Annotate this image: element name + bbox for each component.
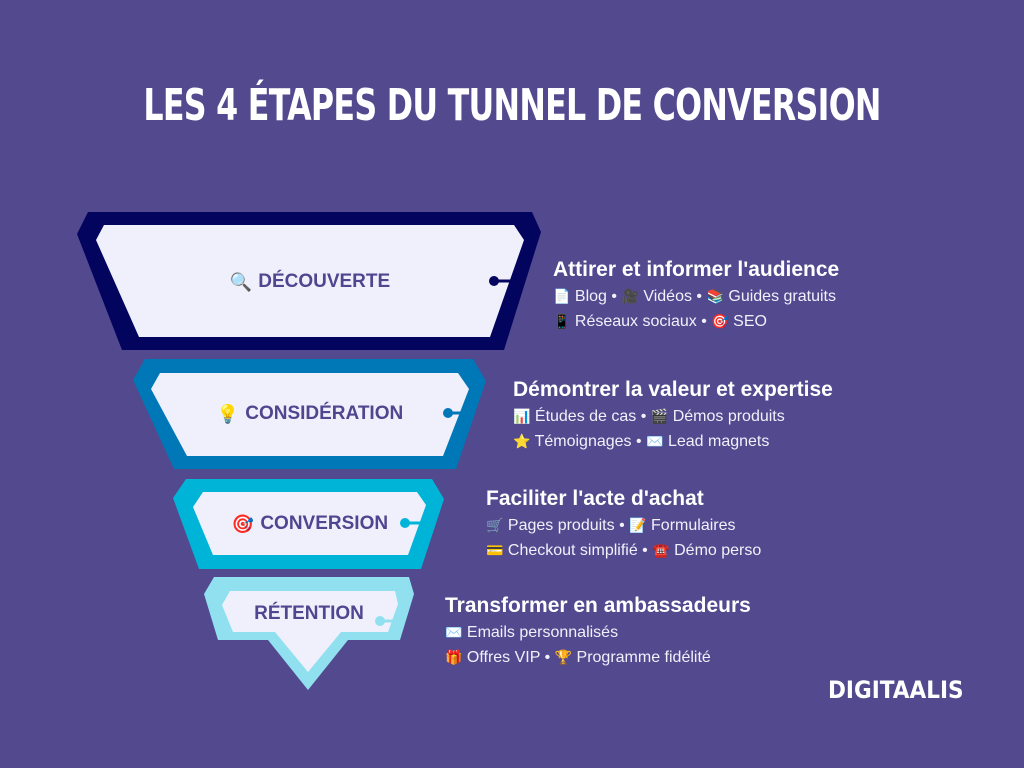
stage-4-fill bbox=[222, 591, 398, 672]
envelope-icon: ✉️ bbox=[646, 433, 664, 449]
stage-1-line-1: 📄 Blog • 🎥 Vidéos • 📚 Guides gratuits bbox=[553, 288, 836, 305]
star-icon: ⭐ bbox=[513, 433, 531, 449]
video-camera-icon: 🎥 bbox=[621, 288, 639, 304]
memo-icon: 📝 bbox=[629, 517, 647, 533]
stage-label-consideration: 💡 CONSIDÉRATION bbox=[216, 403, 404, 424]
bar-chart-icon: 📊 bbox=[513, 408, 531, 424]
stage-3-description: Faciliter l'acte d'achat 🛒 Pages produit… bbox=[486, 485, 761, 563]
credit-card-icon: 💳 bbox=[486, 542, 504, 558]
stage-2-description: Démontrer la valeur et expertise 📊 Étude… bbox=[513, 376, 833, 454]
stage-4-connector-dot bbox=[375, 616, 385, 626]
stage-4-description: Transformer en ambassadeurs ✉️ Emails pe… bbox=[445, 592, 751, 670]
target-icon: 🎯 bbox=[231, 513, 255, 534]
stage-label-decouverte: 🔍 DÉCOUVERTE bbox=[229, 271, 391, 292]
stage-1-line-2: 📱 Réseaux sociaux • 🎯 SEO bbox=[553, 313, 767, 330]
gift-icon: 🎁 bbox=[445, 649, 463, 665]
stage-2-line-1: 📊 Études de cas • 🎬 Démos produits bbox=[513, 408, 785, 425]
stage-label-conversion: 🎯 CONVERSION bbox=[231, 513, 389, 534]
page-title: LES 4 ÉTAPES DU TUNNEL DE CONVERSION bbox=[143, 80, 881, 131]
stage-label-retention: RÉTENTION bbox=[254, 603, 364, 624]
stage-3-heading: Faciliter l'acte d'achat bbox=[486, 487, 704, 510]
stage-4-heading: Transformer en ambassadeurs bbox=[445, 594, 751, 617]
stage-1-description: Attirer et informer l'audience 📄 Blog • … bbox=[553, 256, 839, 334]
stage-1-fill bbox=[96, 225, 524, 337]
shopping-cart-icon: 🛒 bbox=[486, 517, 504, 533]
books-icon: 📚 bbox=[706, 288, 724, 304]
mobile-phone-icon: 📱 bbox=[553, 313, 571, 329]
stage-3-connector-dot bbox=[400, 518, 410, 528]
stage-2-line-2: ⭐ Témoignages • ✉️ Lead magnets bbox=[513, 433, 770, 450]
stage-1-heading: Attirer et informer l'audience bbox=[553, 258, 840, 281]
clapperboard-icon: 🎬 bbox=[650, 408, 669, 424]
stage-4-line-2: 🎁 Offres VIP • 🏆 Programme fidélité bbox=[445, 649, 711, 666]
document-icon: 📄 bbox=[553, 288, 571, 304]
stage-1-connector-dot bbox=[489, 276, 499, 286]
brand-logo: DIGITAALIS bbox=[828, 676, 964, 704]
magnifier-icon: 🔍 bbox=[229, 271, 253, 292]
trophy-icon: 🏆 bbox=[554, 649, 573, 665]
stage-3-line-1: 🛒 Pages produits • 📝 Formulaires bbox=[486, 517, 736, 534]
stage-4-line-1: ✉️ Emails personnalisés bbox=[445, 624, 619, 641]
stage-3-fill bbox=[193, 492, 426, 555]
stage-3-line-2: 💳 Checkout simplifié • ☎️ Démo perso bbox=[486, 542, 762, 559]
stage-2-fill bbox=[151, 373, 469, 456]
envelope-icon: ✉️ bbox=[445, 624, 463, 640]
telephone-icon: ☎️ bbox=[652, 542, 670, 558]
target-icon: 🎯 bbox=[711, 313, 729, 329]
stage-2-heading: Démontrer la valeur et expertise bbox=[513, 378, 833, 401]
lightbulb-icon: 💡 bbox=[216, 403, 240, 424]
stage-2-connector-dot bbox=[443, 408, 453, 418]
